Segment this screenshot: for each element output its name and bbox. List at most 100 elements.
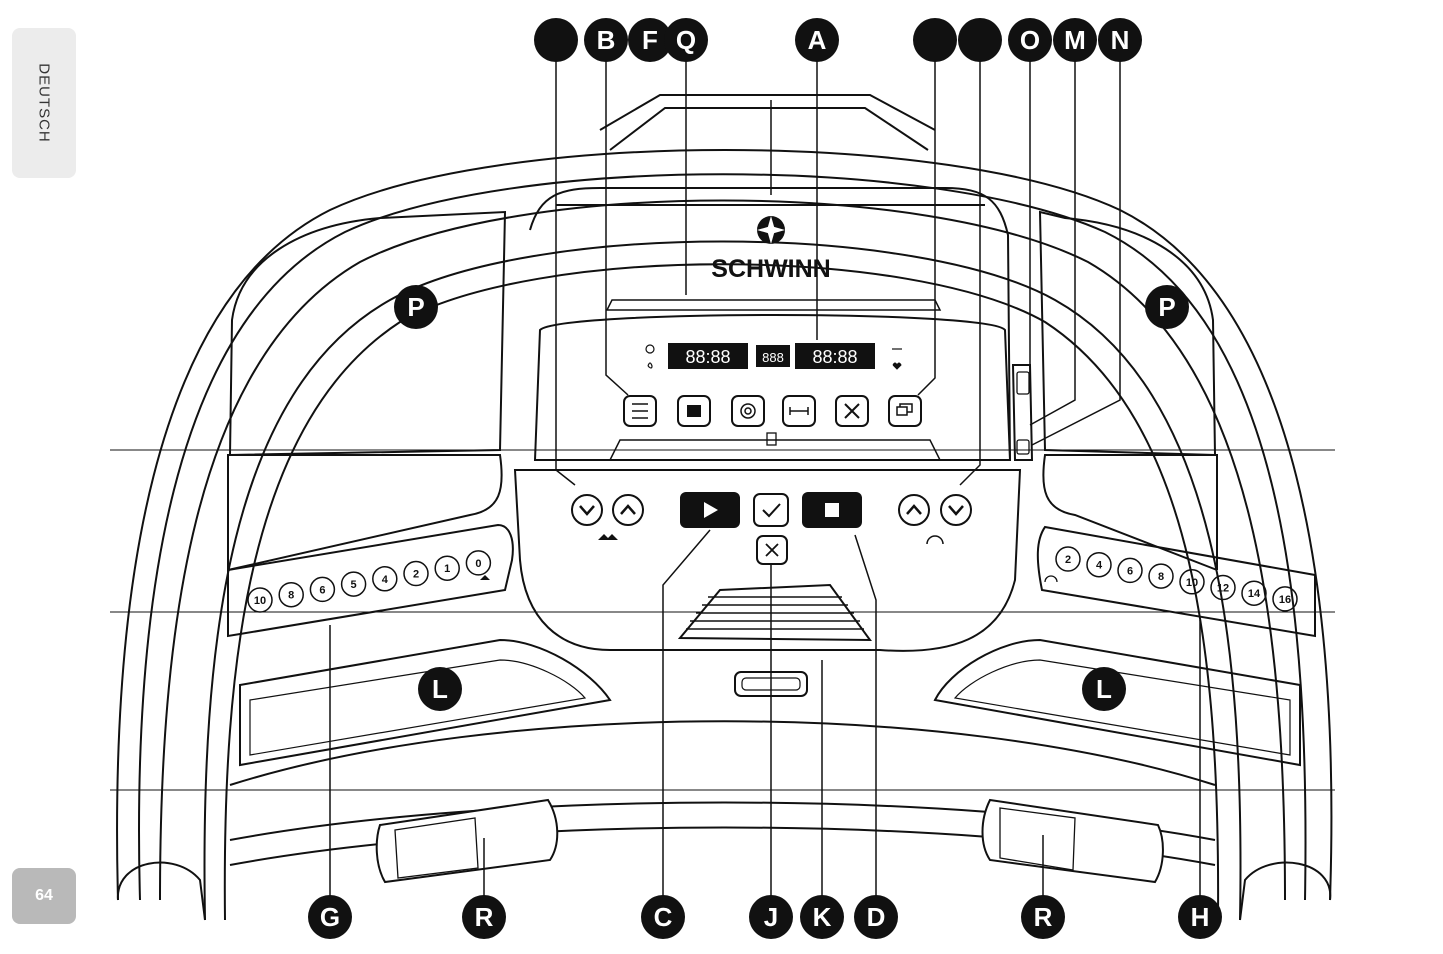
tablet-holder xyxy=(529,187,1011,461)
speed-key-label: 16 xyxy=(1279,594,1291,606)
incline-key-label: 4 xyxy=(382,574,389,586)
console-displays: 88:88 888 88:88 xyxy=(645,343,902,370)
speed-small-icon xyxy=(1044,575,1058,583)
callout-f: F xyxy=(628,18,672,62)
incline-key-label: 8 xyxy=(288,590,294,602)
speed-key-12[interactable]: 12 xyxy=(1210,574,1236,601)
console-frame xyxy=(110,94,1335,921)
callout-label: F xyxy=(642,25,658,55)
incline-key-4[interactable]: 4 xyxy=(372,566,398,592)
console-lower-edge xyxy=(229,720,1216,786)
callout-label: R xyxy=(475,902,494,932)
callout-label: D xyxy=(867,902,886,932)
fan-button[interactable] xyxy=(756,535,788,565)
speed-up-button[interactable] xyxy=(898,494,930,526)
incline-key-5[interactable]: 5 xyxy=(340,571,367,597)
incline-key-1[interactable]: 1 xyxy=(434,555,460,581)
callout-d: D xyxy=(854,895,898,939)
start-button[interactable] xyxy=(680,492,740,528)
callout-p: P xyxy=(394,285,438,329)
speed-key-label: 12 xyxy=(1217,583,1229,595)
speed-key-2[interactable]: 2 xyxy=(1055,546,1081,572)
check-icon xyxy=(762,503,781,518)
center-display: 888 xyxy=(762,350,784,365)
speed-key-8[interactable]: 8 xyxy=(1148,563,1174,589)
left-panel xyxy=(227,210,507,571)
callout-label: J xyxy=(764,902,778,932)
incline-small-icon xyxy=(480,575,490,580)
fan-icon xyxy=(765,543,779,557)
callout-label: L xyxy=(1096,674,1112,704)
console-body xyxy=(513,314,1022,697)
incline-key-label: 1 xyxy=(444,563,450,575)
callout-n: N xyxy=(1098,18,1142,62)
callout-h: H xyxy=(1178,895,1222,939)
callout-g: G xyxy=(308,895,352,939)
callout-p: P xyxy=(1145,285,1189,329)
incline-key-0[interactable]: 0 xyxy=(465,550,492,576)
right-panel xyxy=(1038,210,1218,571)
callout-l: L xyxy=(1082,667,1126,711)
left-hand-pulse-grip xyxy=(375,798,559,884)
callout-label: C xyxy=(654,902,673,932)
right-hand-pulse-grip xyxy=(981,798,1164,884)
stop-button[interactable] xyxy=(802,492,862,528)
incline-key-10[interactable]: 10 xyxy=(247,587,273,613)
window-button[interactable] xyxy=(888,395,922,427)
schwinn-logo: SCHWINN xyxy=(711,216,831,283)
speed-key-14[interactable]: 14 xyxy=(1241,580,1267,606)
user-button[interactable] xyxy=(677,395,711,427)
speed-key-4[interactable]: 4 xyxy=(1086,551,1112,578)
incline-up-button[interactable] xyxy=(612,494,644,526)
callout-label: N xyxy=(1111,25,1130,55)
callout-c: C xyxy=(641,895,685,939)
incline-key-6[interactable]: 6 xyxy=(309,576,336,603)
incline-key-label: 0 xyxy=(475,558,481,570)
time-icon xyxy=(645,344,655,354)
right-lower-grip xyxy=(933,638,1301,767)
target-button[interactable] xyxy=(731,395,765,427)
distance-button[interactable] xyxy=(782,395,816,427)
speed-key-label: 2 xyxy=(1065,554,1071,566)
speed-down-button[interactable] xyxy=(940,494,972,526)
calorie-icon xyxy=(647,362,653,369)
speed-key-10[interactable]: 10 xyxy=(1179,569,1205,595)
fan-grille xyxy=(686,596,864,630)
callout-label: P xyxy=(1158,292,1175,322)
callout-label: H xyxy=(1191,902,1210,932)
speed-key-16[interactable]: 16 xyxy=(1272,586,1298,612)
settings-button[interactable] xyxy=(623,395,657,427)
callout-label: A xyxy=(808,25,827,55)
callout-k: K xyxy=(800,895,844,939)
incline-icon xyxy=(598,534,618,540)
speed-key-6[interactable]: 6 xyxy=(1117,557,1143,584)
callout-label: Q xyxy=(676,25,696,55)
handlebar xyxy=(229,798,1216,884)
callout-r: R xyxy=(462,895,506,939)
callout-blank xyxy=(913,18,957,62)
confirm-button[interactable] xyxy=(753,493,789,527)
callout-label: G xyxy=(320,902,340,932)
play-icon xyxy=(704,502,718,518)
callout-a: A xyxy=(795,18,839,62)
program-buttons xyxy=(623,395,922,446)
callout-label: B xyxy=(597,25,616,55)
callout-label: K xyxy=(813,902,832,932)
sprint-button[interactable] xyxy=(835,395,869,427)
speed-arrow-keys xyxy=(898,494,972,545)
incline-down-button[interactable] xyxy=(571,494,603,526)
callout-m: M xyxy=(1053,18,1097,62)
incline-key-label: 5 xyxy=(351,579,357,591)
incline-key-label: 2 xyxy=(413,569,419,581)
incline-key-label: 10 xyxy=(254,595,266,607)
speed-key-label: 10 xyxy=(1186,577,1198,589)
incline-key-2[interactable]: 2 xyxy=(403,560,429,587)
speed-key-label: 4 xyxy=(1096,560,1103,572)
safety-key-port xyxy=(1011,364,1034,461)
language-tab: DEUTSCH xyxy=(12,28,76,178)
incline-key-8[interactable]: 8 xyxy=(278,581,304,608)
callout-label: R xyxy=(1034,902,1053,932)
speed-key-label: 14 xyxy=(1248,588,1261,600)
